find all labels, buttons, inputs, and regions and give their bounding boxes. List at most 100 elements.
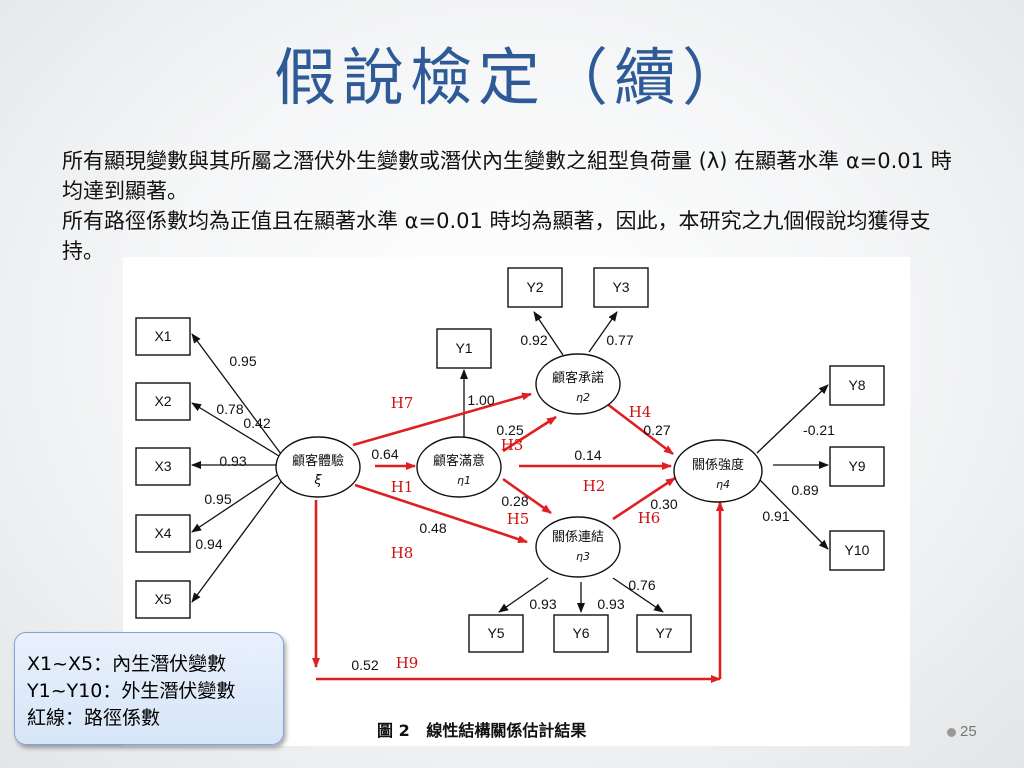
coef-loading-x1: 0.95 (229, 353, 256, 369)
latent-connection (535, 516, 621, 578)
box-y1 (436, 328, 492, 369)
coef-loading-y1: 1.00 (467, 392, 494, 408)
coef-loading-y9: 0.89 (791, 482, 818, 498)
latent-symbol-strength: η4 (716, 478, 730, 491)
label-y6: Y6 (572, 625, 589, 641)
legend-line-x: X1~X5：內生潛伏變數 (27, 653, 227, 675)
label-x4: X4 (154, 525, 171, 541)
path-arrow-h6 (612, 476, 676, 521)
latent-strength (673, 439, 763, 503)
loading-arrow-y5 (498, 577, 549, 613)
box-x1 (135, 317, 191, 356)
label-y8: Y8 (848, 377, 865, 393)
latent-symbol-satisfaction: η1 (457, 474, 471, 487)
label-x1: X1 (154, 328, 171, 344)
page-dot-icon (947, 728, 956, 737)
latent-label-experience: 顧客體驗 (292, 453, 344, 469)
box-x2 (135, 382, 191, 421)
latent-label-strength: 關係強度 (692, 457, 744, 473)
box-y9 (829, 446, 885, 487)
coef-loading-x5: 0.94 (195, 536, 222, 552)
coef-loading-y10: 0.91 (762, 508, 789, 524)
body-text: 所有顯現變數與其所屬之潛伏外生變數或潛伏內生變數之組型負荷量 (λ) 在顯著水準… (62, 146, 962, 266)
coef-path-h5: 0.28 (501, 493, 528, 509)
latent-symbol-connection: η3 (576, 550, 590, 563)
path-arrow-h5 (502, 477, 552, 515)
latent-experience (275, 436, 361, 498)
slide-title: 假說檢定（續） (273, 41, 750, 114)
loading-arrow-y7 (612, 577, 664, 613)
coef-loading-y6: 0.93 (597, 596, 624, 612)
path-arrow-h3 (502, 415, 557, 453)
box-x3 (135, 447, 191, 486)
latent-commitment (535, 353, 621, 415)
label-y1: Y1 (455, 340, 472, 356)
hyp-h8: H8 (391, 544, 414, 562)
hyp-h2: H2 (583, 477, 606, 495)
label-y5: Y5 (487, 625, 504, 641)
coef-loading-y3: 0.77 (606, 332, 633, 348)
hyp-h3: H3 (501, 436, 524, 454)
latent-label-commitment: 顧客承諾 (552, 370, 604, 386)
coef-loading-x3: 0.93 (219, 453, 246, 469)
legend-line-red: 紅線：路徑係數 (27, 707, 161, 729)
box-y3 (593, 267, 649, 308)
hyp-h9: H9 (396, 654, 419, 672)
coef-path-h4: 0.27 (643, 422, 670, 438)
coef-loading-x4: 0.95 (204, 491, 231, 507)
box-x4 (135, 514, 191, 553)
coef-loading-y8: -0.21 (803, 422, 835, 438)
label-y7: Y7 (655, 625, 672, 641)
coef-path-h1: 0.64 (371, 446, 398, 462)
loading-arrow-x2 (191, 402, 280, 457)
box-x5 (135, 580, 191, 619)
coef-path-h2: 0.14 (574, 447, 601, 463)
coef-path-h7: 0.42 (243, 415, 270, 431)
paragraph-paths: 所有路徑係數均為正值且在顯著水準 α=0.01 時均為顯著，因此，本研究之九個假… (62, 209, 931, 263)
path-arrow-h8 (354, 483, 528, 544)
coef-loading-x2: 0.78 (216, 401, 243, 417)
coef-loading-y7: 0.76 (628, 577, 655, 593)
label-x3: X3 (154, 458, 171, 474)
label-y2: Y2 (526, 279, 543, 295)
loading-arrow-y3 (588, 311, 618, 353)
coef-path-h6: 0.30 (650, 496, 677, 512)
loading-arrow-x1 (191, 333, 282, 455)
loading-arrow-y8 (756, 384, 829, 454)
coef-path-h3: 0.25 (496, 422, 523, 438)
hyp-h1: H1 (391, 478, 414, 496)
latent-symbol-commitment: η2 (576, 391, 590, 404)
box-y6 (553, 614, 609, 653)
latent-label-satisfaction: 顧客滿意 (433, 453, 485, 469)
label-x2: X2 (154, 393, 171, 409)
paragraph-loadings: 所有顯現變數與其所屬之潛伏外生變數或潛伏內生變數之組型負荷量 (λ) 在顯著水準… (62, 149, 952, 203)
path-arrow-h4 (601, 398, 674, 456)
hyp-h4: H4 (629, 403, 652, 421)
figure-caption: 圖 2 線性結構關係估計結果 (377, 721, 586, 740)
legend-line-y: Y1~Y10：外生潛伏變數 (27, 680, 236, 702)
hyp-h7: H7 (391, 394, 414, 412)
legend-box: X1~X5：內生潛伏變數 Y1~Y10：外生潛伏變數 紅線：路徑係數 (14, 632, 284, 745)
label-y3: Y3 (612, 279, 629, 295)
coef-path-h8: 0.48 (419, 520, 446, 536)
box-y5 (468, 614, 524, 653)
hyp-h6: H6 (638, 509, 661, 527)
loading-arrow-y10 (756, 476, 829, 550)
hyp-h5: H5 (507, 510, 530, 528)
latent-label-connection: 關係連結 (552, 530, 604, 545)
loading-arrow-x5 (191, 478, 284, 603)
label-x5: X5 (154, 591, 171, 607)
latent-satisfaction (416, 436, 502, 498)
label-y10: Y10 (845, 542, 870, 558)
loading-arrow-y2 (533, 311, 564, 356)
box-y7 (636, 614, 692, 653)
coef-loading-y2: 0.92 (520, 332, 547, 348)
box-y2 (507, 267, 563, 308)
box-y10 (829, 530, 885, 571)
coef-loading-y5: 0.93 (529, 596, 556, 612)
box-y8 (829, 365, 885, 406)
sem-diagram: X1 X2 X3 X4 X5 Y1 Y2 Y3 Y5 Y6 Y7 Y8 Y9 Y… (123, 257, 910, 746)
coef-path-h9: 0.52 (351, 657, 378, 673)
label-y9: Y9 (848, 458, 865, 474)
loading-arrow-x4 (191, 473, 280, 533)
